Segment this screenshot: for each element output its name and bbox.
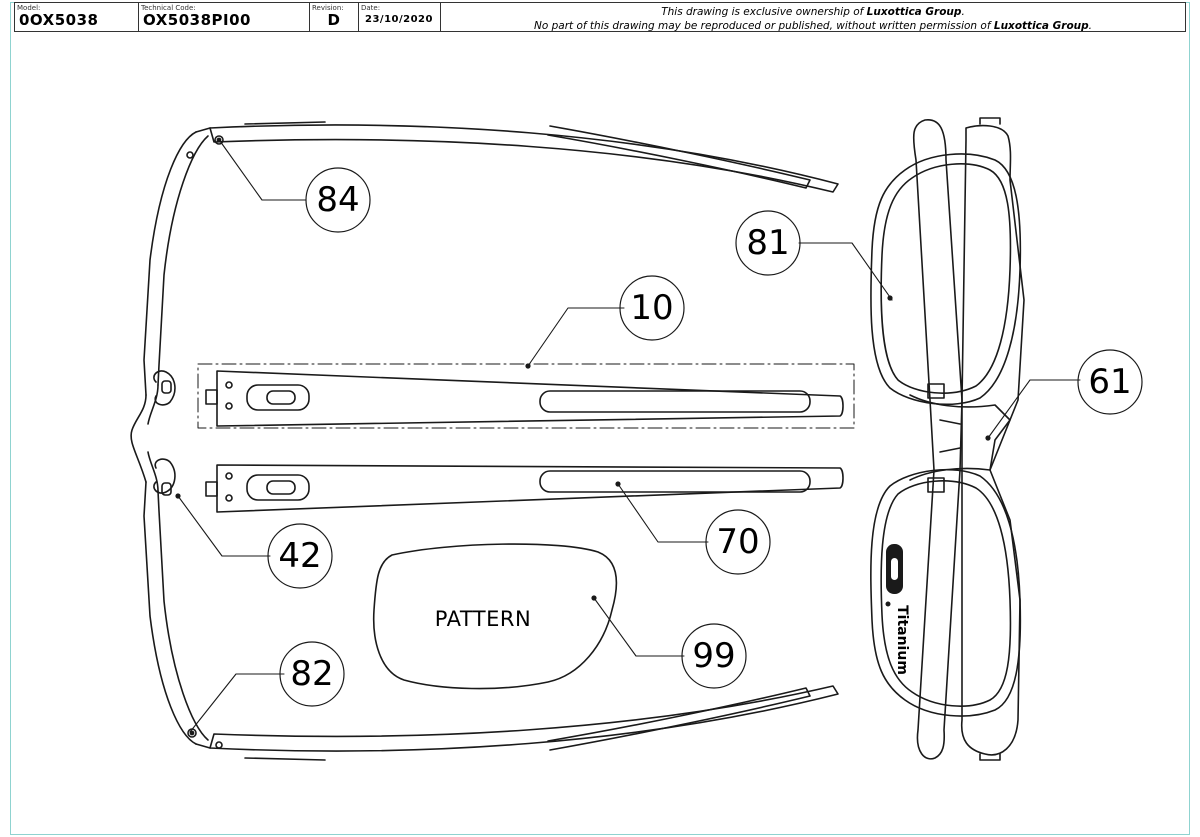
technical-code-cell: Technical Code: OX5038PI00 <box>139 3 310 31</box>
leader-dot-10 <box>525 363 531 369</box>
date-label: Date: <box>361 4 381 12</box>
model-label: Model: <box>17 4 41 12</box>
title-block: Model: 0OX5038 Technical Code: OX5038PI0… <box>14 2 1186 32</box>
leader-dot-99 <box>591 595 597 601</box>
callout-82: 82 <box>290 654 333 694</box>
callout-circle-99 <box>681 623 747 689</box>
leader-dot-70 <box>615 481 621 487</box>
callout-10: 10 <box>630 288 673 328</box>
ownership-notice-line-2: No part of this drawing may be reproduce… <box>533 20 1092 32</box>
callout-circle-61 <box>1077 349 1143 415</box>
hinge-bridge <box>130 384 159 492</box>
front-logo <box>885 544 903 607</box>
upper-temple-outline <box>143 121 839 396</box>
callout-81: 81 <box>746 223 789 263</box>
lens-pattern-outline <box>372 543 618 690</box>
ownership-notice-line-1: This drawing is exclusive ownership of L… <box>661 6 965 18</box>
callout-42: 42 <box>278 536 321 576</box>
upper-hinge <box>153 370 176 406</box>
titanium-label: Titanium <box>894 605 910 675</box>
revision-label: Revision: <box>312 4 344 12</box>
technical-code-value: OX5038PI00 <box>143 11 251 29</box>
temple-tip-lower <box>205 464 844 513</box>
callout-circle-42 <box>267 523 333 589</box>
leader-lines <box>177 140 1081 733</box>
lens-pattern-label: PATTERN <box>435 607 531 631</box>
leader-dot-42 <box>175 493 181 499</box>
model-cell: Model: 0OX5038 <box>15 3 139 31</box>
front-frame <box>870 117 1025 761</box>
callout-circle-84 <box>305 167 371 233</box>
model-value: 0OX5038 <box>19 11 99 29</box>
callout-61: 61 <box>1088 362 1131 402</box>
callout-circle-82 <box>279 641 345 707</box>
lower-temple-outline <box>143 481 839 761</box>
callout-70: 70 <box>716 522 759 562</box>
date-value: 23/10/2020 <box>365 14 433 25</box>
callout-circle-10 <box>619 275 685 341</box>
callout-circle-81 <box>735 210 801 276</box>
temple-tip-upper <box>205 370 844 427</box>
ownership-notice: This drawing is exclusive ownership of L… <box>441 3 1185 32</box>
owner-name: Luxottica Group <box>866 6 962 18</box>
callout-circle-70 <box>705 509 771 575</box>
callout-84: 84 <box>316 180 359 220</box>
revision-value: D <box>327 11 341 29</box>
revision-cell: Revision: D <box>310 3 359 31</box>
callout-99: 99 <box>692 636 735 676</box>
owner-name: Luxottica Group <box>993 20 1089 32</box>
lower-hinge <box>153 458 176 496</box>
date-cell: Date: 23/10/2020 <box>359 3 441 31</box>
technical-code-label: Technical Code: <box>141 4 196 12</box>
